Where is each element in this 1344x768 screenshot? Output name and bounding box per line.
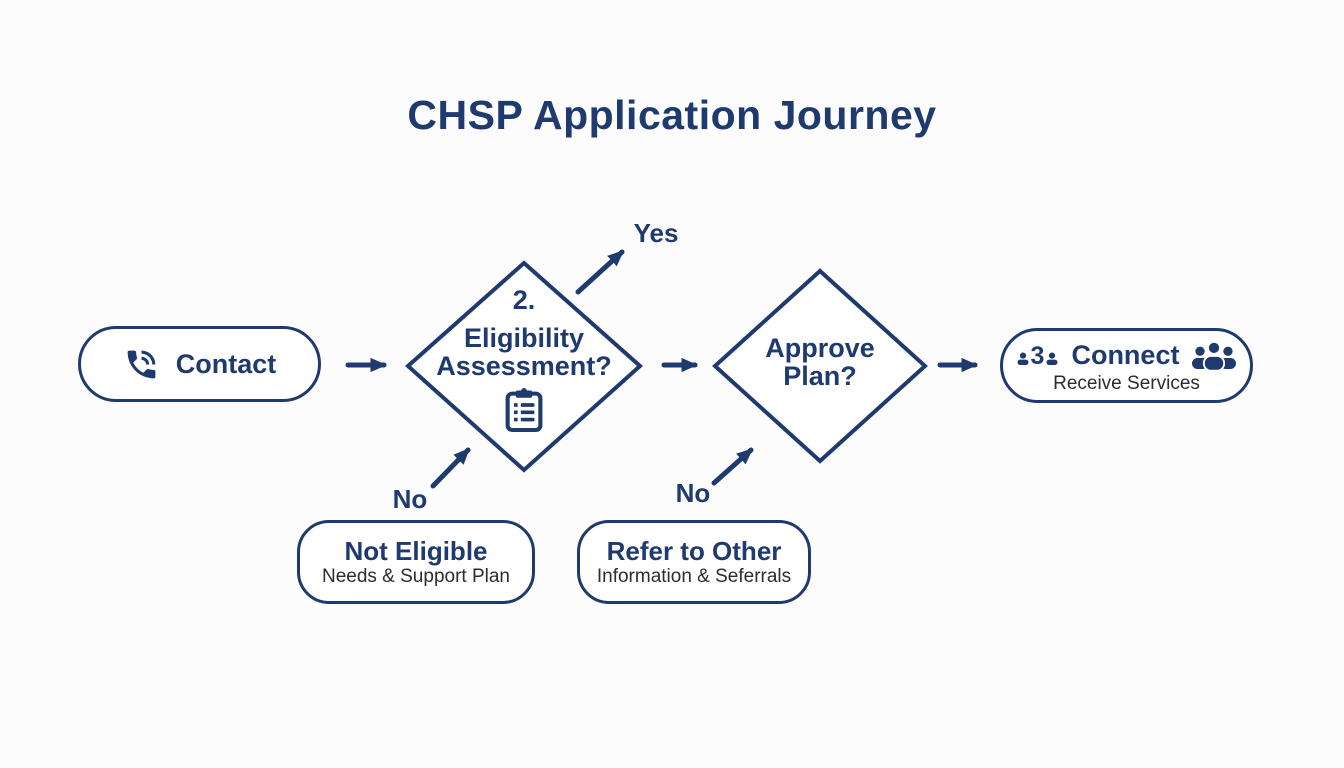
not-eligible-title: Not Eligible	[344, 536, 488, 566]
arrow-no-to-approve	[711, 447, 754, 486]
contact-label: Contact	[175, 348, 277, 379]
no-edge-label-eligibility: No	[392, 484, 428, 514]
arrow-yes-from-eligibility	[575, 249, 625, 295]
clipboard-icon	[504, 380, 544, 433]
refer-node: Refer to Other Information & Seferrals	[577, 520, 811, 604]
phone-icon	[123, 346, 160, 383]
connect-sublabel: Receive Services	[1053, 373, 1200, 394]
connect-step-number: 3	[1030, 341, 1045, 370]
arrow-no-to-eligibility	[430, 447, 471, 489]
yes-edge-label: Yes	[633, 218, 679, 248]
page-title: CHSP Application Journey	[407, 92, 937, 138]
refer-subtitle: Information & Seferrals	[596, 566, 792, 587]
approve-diamond	[712, 268, 928, 464]
eligibility-label-line2: Assessment?	[436, 351, 612, 382]
connect-label: Connect	[1071, 340, 1180, 370]
not-eligible-node: Not Eligible Needs & Support Plan	[297, 520, 535, 604]
eligibility-node-content: 2. Eligibility Assessment?	[404, 285, 644, 433]
refer-title: Refer to Other	[606, 536, 782, 566]
not-eligible-subtitle: Needs & Support Plan	[321, 566, 510, 587]
people-group-icon	[1192, 340, 1237, 371]
step-3-people-icon: 3	[1017, 341, 1059, 370]
approve-label-line2: Plan?	[783, 361, 857, 392]
approve-node-content: Approve Plan?	[700, 334, 940, 391]
connect-title-row: 3 Connect	[1017, 340, 1237, 371]
approve-label-line1: Approve	[765, 333, 875, 363]
eligibility-label-line1: Eligibility	[463, 322, 584, 353]
eligibility-step-number: 2.	[512, 285, 536, 315]
no-edge-label-approve: No	[675, 478, 711, 508]
eligibility-diamond	[404, 260, 644, 473]
contact-node: Contact	[78, 326, 321, 402]
connect-node: 3 Connect Receive Services	[1000, 328, 1253, 403]
